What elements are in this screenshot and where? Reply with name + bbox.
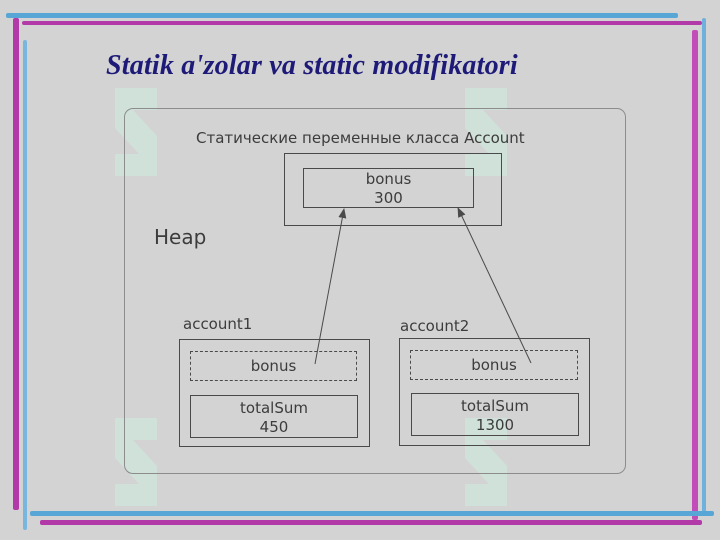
arrow-account2-to-static-bonus (457, 207, 532, 364)
object-total-field-value: 450 (259, 418, 289, 436)
static-bonus-field: bonus 300 (303, 168, 474, 208)
object-ref-field-account2: bonus (410, 350, 578, 380)
arrow-account1-to-static-bonus (314, 208, 347, 365)
object-total-field-value: 1300 (475, 416, 515, 434)
object-box-account2 (399, 338, 590, 446)
object-total-field-name: totalSum (240, 399, 308, 417)
heap-label: Heap (154, 225, 207, 249)
frame-stripe-bottom-blue (30, 511, 714, 516)
soft-logo-icon (465, 88, 507, 176)
frame-stripe-bottom-magenta (40, 520, 702, 525)
soft-logo-icon (115, 418, 157, 506)
soft-logo-icon (465, 418, 507, 506)
frame-stripe-right-magenta (692, 30, 698, 520)
object-ref-field-name: bonus (471, 356, 517, 374)
object-label-account2: account2 (400, 317, 470, 335)
frame-stripe-left-blue (23, 40, 27, 530)
static-bonus-name: bonus (365, 170, 412, 188)
frame-stripe-right-blue (702, 18, 706, 516)
frame-stripe-left-magenta (13, 18, 19, 510)
object-total-field-account1: totalSum 450 (190, 395, 358, 438)
object-total-field-name: totalSum (461, 397, 529, 415)
static-area-box (284, 153, 502, 226)
object-ref-field-name: bonus (250, 357, 297, 375)
object-box-account1 (179, 339, 370, 447)
static-bonus-value: 300 (374, 189, 403, 207)
static-area-label: Статические переменные класса Account (196, 129, 525, 147)
object-ref-field-account1: bonus (190, 351, 357, 381)
frame-stripe-top-magenta (22, 21, 702, 25)
frame-stripe-top-blue (6, 13, 678, 18)
object-label-account1: account1 (183, 315, 253, 333)
heap-region (124, 108, 626, 474)
slide-title: Statik a'zolar va static modifikatori (106, 50, 518, 81)
object-total-field-account2: totalSum 1300 (411, 393, 579, 436)
